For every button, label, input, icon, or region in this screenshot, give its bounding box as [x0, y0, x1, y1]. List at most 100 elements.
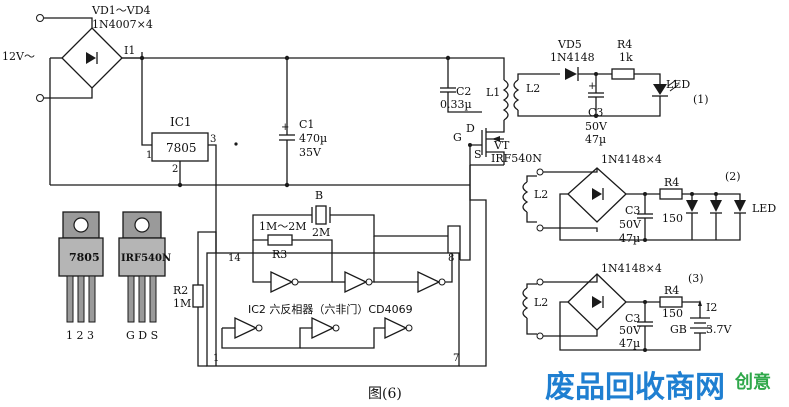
bridge3-part: 1N4148×4 [601, 262, 662, 275]
ic2-pin7: 7 [453, 353, 459, 364]
output-circuit-2: L2 1N4148×4 (2) R4 150 C3 [522, 153, 776, 245]
r2-value: 1M [173, 297, 191, 310]
r3-label: R3 [272, 248, 287, 261]
package-irf540n-pins: G D S [126, 329, 158, 342]
bridge-rectifier-1 [61, 27, 123, 89]
resistor-r3 [267, 234, 293, 246]
c1-name: C1 [299, 118, 314, 131]
ic2-pin8: 8 [448, 253, 454, 264]
power-stage: C2 0.33µ L1 L2 D G S VT IRF540N [440, 58, 542, 261]
r4-value-3: 150 [662, 307, 683, 320]
bridge-rectifier-3 [567, 273, 627, 331]
c1-value: 470µ [299, 132, 327, 145]
ic1-regulator: IC1 7805 1 2 3 [141, 58, 238, 366]
ic1-pin1: 1 [146, 150, 152, 161]
inductor-l2-output2 [522, 181, 529, 213]
watermark-side: 创意 [734, 371, 771, 393]
ic2-pin14: 14 [228, 253, 241, 264]
input-bridge: VD1～VD4 1N4007×4 12V～ I1 [2, 4, 153, 185]
inductor-l1 [502, 79, 509, 121]
l2-label-3: L2 [534, 296, 548, 309]
resistor-r4-1 [611, 68, 635, 80]
svg-text:+: + [281, 122, 289, 133]
output-circuit-1: + VD5 1N4148 R4 1k C3 50V 47µ LED (1) [540, 38, 709, 146]
input-terminal-top [36, 14, 44, 22]
c2-name: C2 [456, 85, 471, 98]
vd5-part: 1N4148 [550, 51, 595, 64]
crystal-b [315, 205, 327, 225]
r2-label: R2 [173, 284, 188, 297]
circuit-2-label: (2) [725, 170, 741, 183]
mosfet-gate: G [453, 131, 462, 144]
figure-caption: 图(6) [368, 386, 402, 402]
ic1-pin3: 3 [210, 134, 216, 145]
inverter-5 [311, 316, 335, 340]
inverter-3 [417, 270, 441, 294]
led-2a [686, 200, 698, 212]
vd5-label: VD5 [557, 38, 582, 51]
package-irf540n-label: IRF540N [121, 253, 171, 264]
c3-voltage-3: 50V [619, 324, 642, 337]
c1-voltage: 35V [299, 146, 322, 159]
c3-voltage-2: 50V [619, 218, 642, 231]
svg-text:+: + [588, 81, 596, 92]
c3-label-2: C3 [625, 204, 640, 217]
ic1-label: IC1 [170, 115, 192, 129]
circuit-1-label: (1) [693, 93, 709, 106]
input-terminal-bottom [36, 94, 44, 102]
r4-value-1: 1k [619, 51, 633, 64]
bridge-rectifier-2 [567, 167, 627, 223]
led-1 [653, 84, 667, 95]
l2-label-2: L2 [534, 188, 548, 201]
output-circuit-3: L2 1N4148×4 (3) R4 150 I2 GB 3.7V C3 50V… [522, 262, 732, 352]
inverter-4 [234, 316, 258, 340]
led-label-1: LED [666, 78, 690, 91]
ic2-description: IC2 六反相器（六非门）CD4069 [248, 302, 413, 316]
mosfet-drain: D [466, 122, 475, 135]
inverter-6 [384, 316, 408, 340]
r4-value-2: 150 [662, 212, 683, 225]
ic1-part: 7805 [166, 141, 197, 155]
bridge-name: VD1～VD4 [91, 4, 151, 17]
inductor-l2-output1 [513, 79, 520, 111]
mosfet-source: S [474, 148, 482, 161]
package-7805-label: 7805 [69, 251, 100, 264]
crystal-value: 2M [312, 226, 330, 239]
r4-label-2: R4 [664, 176, 679, 189]
battery-label: GB [670, 323, 687, 336]
c3-voltage-1: 50V [585, 120, 608, 133]
c2-value: 0.33µ [440, 98, 472, 111]
inverter-1 [270, 270, 294, 294]
c3-value-1: 47µ [585, 133, 606, 146]
inverter-2 [344, 270, 368, 294]
supply-label: 12V～ [2, 50, 35, 63]
bridge2-part: 1N4148×4 [601, 153, 662, 166]
current-i2-label: I2 [706, 301, 717, 314]
package-7805: 7805 1 2 3 [58, 211, 104, 342]
c3-label-3: C3 [625, 312, 640, 325]
current-i1-label: I1 [124, 44, 135, 57]
bridge-diode-symbol [86, 52, 96, 64]
bridge-part: 1N4007×4 [92, 18, 153, 31]
circuit-3-label: (3) [688, 272, 704, 285]
mosfet-vt: VT [493, 139, 510, 152]
l2-label-1: L2 [526, 82, 540, 95]
vd5-diode [565, 68, 577, 80]
c3-value-2: 47µ [619, 232, 640, 245]
package-7805-pins: 1 2 3 [66, 329, 94, 342]
inductor-l2-output3 [522, 287, 529, 319]
ic2-body [206, 252, 460, 367]
l1-label: L1 [486, 86, 500, 99]
r3-range: 1M～2M [259, 220, 307, 233]
ic2-oscillator: R2 1M 14 8 1 7 B 2M 1M～2M R3 [173, 185, 487, 367]
led-2c [734, 200, 746, 212]
ic2-pin1: 1 [213, 353, 219, 364]
battery-voltage: 3.7V [706, 323, 732, 336]
resistor-r2 [192, 284, 204, 308]
r4-label-1: R4 [617, 38, 632, 51]
c3-label-1: C3 [588, 106, 603, 119]
led-label-2: LED [752, 202, 776, 215]
crystal-label: B [315, 189, 323, 202]
r4-label-3: R4 [664, 284, 679, 297]
